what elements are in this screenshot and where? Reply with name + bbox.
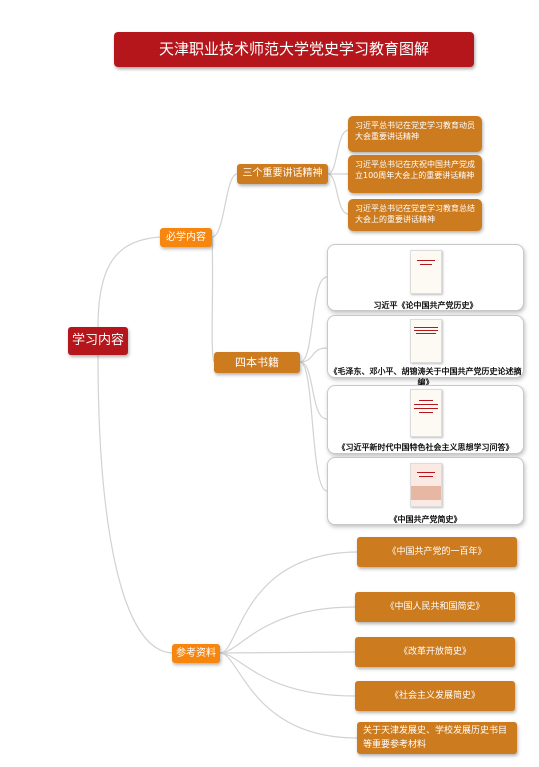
branch-references[interactable]: 参考资料 <box>172 644 220 663</box>
root-node[interactable]: 学习内容 <box>68 327 128 355</box>
book-title: 《毛泽东、邓小平、胡锦涛关于中国共产党历史论述摘编》 <box>329 367 522 387</box>
speech-item[interactable]: 习近平总书记在庆祝中国共产党成立100周年大会上的重要讲话精神 <box>348 155 482 193</box>
page-title: 天津职业技术师范大学党史学习教育图解 <box>114 32 474 67</box>
book-title: 《习近平新时代中国特色社会主义思想学习问答》 <box>337 443 514 452</box>
reference-item[interactable]: 《改革开放简史》 <box>355 637 515 667</box>
book-card[interactable]: 《习近平新时代中国特色社会主义思想学习问答》 <box>327 385 524 454</box>
book-cover-image <box>410 463 442 507</box>
reference-item[interactable]: 《社会主义发展简史》 <box>355 681 515 711</box>
book-card[interactable]: 习近平《论中国共产党历史》 <box>327 244 524 311</box>
reference-item[interactable]: 《中国人民共和国简史》 <box>355 592 515 622</box>
speech-item[interactable]: 习近平总书记在党史学习教育总结大会上的重要讲话精神 <box>348 199 482 231</box>
book-title: 《中国共产党简史》 <box>389 515 462 524</box>
node-four-books[interactable]: 四本书籍 <box>214 352 300 373</box>
speech-item[interactable]: 习近平总书记在党史学习教育动员大会重要讲话精神 <box>348 116 482 152</box>
reference-item[interactable]: 关于天津发展史、学校发展历史书目等重要参考材料 <box>357 722 517 754</box>
book-cover-image <box>410 319 442 363</box>
node-three-speeches[interactable]: 三个重要讲话精神 <box>237 164 328 184</box>
book-cover-image <box>410 389 442 437</box>
book-card[interactable]: 《毛泽东、邓小平、胡锦涛关于中国共产党历史论述摘编》 <box>327 315 524 387</box>
reference-item[interactable]: 《中国共产党的一百年》 <box>357 537 517 567</box>
branch-required[interactable]: 必学内容 <box>160 228 212 247</box>
book-card[interactable]: 《中国共产党简史》 <box>327 457 524 525</box>
book-cover-image <box>410 250 442 294</box>
book-title: 习近平《论中国共产党历史》 <box>373 301 478 310</box>
